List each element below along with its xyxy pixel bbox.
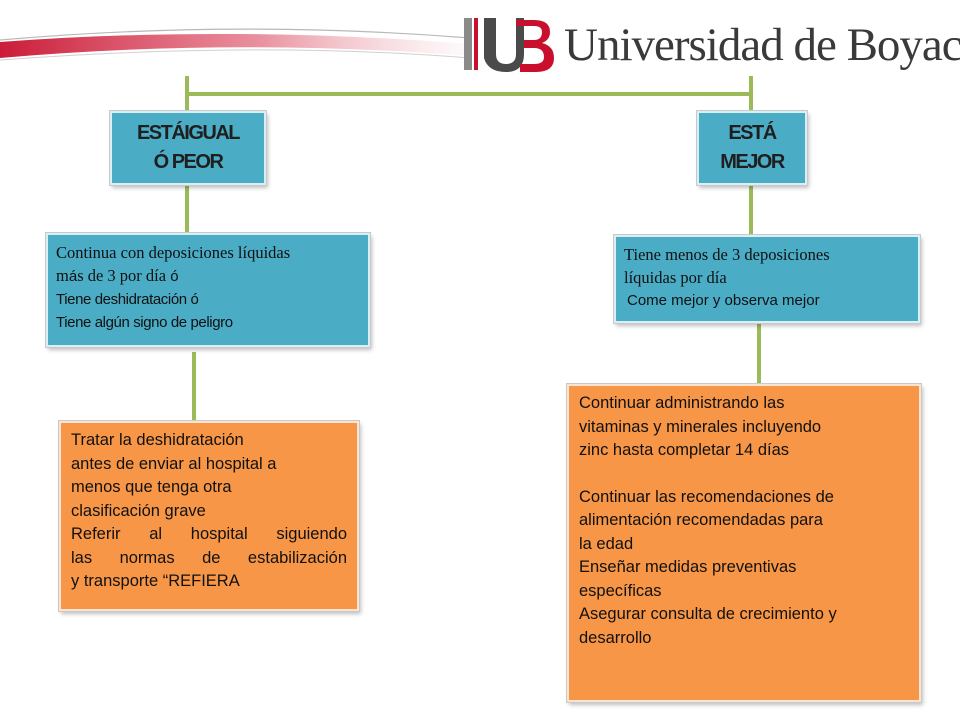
- action-left-line: menos que tenga otra: [71, 478, 232, 496]
- connector-right-top: [749, 76, 753, 112]
- condition-right-line-2: líquidas por día: [624, 268, 727, 287]
- action-box-mejor: Continuar administrando las vitaminas y …: [567, 384, 921, 702]
- connector-left-bottom: [192, 352, 196, 422]
- header-igual-line-2: Ó PEOR: [153, 151, 224, 173]
- action-right-line: la edad: [579, 534, 634, 553]
- condition-right-line-1: Tiene menos de 3 deposiciones: [624, 245, 830, 264]
- action-left-line: Tratar la deshidratación: [71, 431, 244, 449]
- header-igual-line-1: ESTÁIGUAL: [136, 122, 241, 144]
- action-left-line: y transporte “REFIERA: [71, 572, 240, 590]
- condition-box-igual-peor: Continua con deposiciones líquidas más d…: [46, 233, 370, 347]
- connector-top-horizontal: [187, 92, 752, 96]
- condition-left-line-4: Tiene algún signo de peligro: [56, 314, 233, 331]
- action-right-line: Continuar las recomendaciones de: [579, 487, 834, 506]
- connector-left-mid: [185, 186, 189, 234]
- action-right-line: Continuar administrando las: [579, 394, 785, 412]
- header-igual-o-peor: ESTÁIGUAL Ó PEOR: [110, 111, 266, 185]
- condition-left-line-2: más de 3 por día ó: [56, 266, 179, 285]
- condition-left-line-1: Continua con deposiciones líquidas: [56, 243, 291, 262]
- action-right-line: vitaminas y minerales incluyendo: [579, 417, 822, 436]
- action-left-line: antes de enviar al hospital a: [71, 454, 277, 473]
- connector-left-top: [185, 76, 189, 112]
- action-box-igual-peor: Tratar la deshidratación antes de enviar…: [59, 421, 359, 611]
- connector-right-bottom: [757, 324, 761, 386]
- condition-box-mejor: Tiene menos de 3 deposiciones líquidas p…: [614, 235, 920, 323]
- action-right-line: zinc hasta completar 14 días: [579, 441, 790, 459]
- action-right-line: específicas: [579, 581, 662, 600]
- condition-left-line-3: Tiene deshidratación ó: [56, 291, 199, 308]
- university-logo: Universidad de Boyacá: [458, 14, 960, 76]
- action-left-line: clasificación grave: [71, 501, 206, 520]
- action-left-line: Referir al hospital siguiendo: [71, 525, 347, 543]
- connector-right-mid: [749, 186, 753, 236]
- header-mejor-line-2: MEJOR: [720, 151, 785, 173]
- condition-right-line-3: Come mejor y observa mejor: [627, 292, 820, 309]
- action-left-line: las normas de estabilización: [71, 548, 347, 567]
- action-right-spacer: [579, 463, 909, 486]
- logo-wordmark: Universidad de Boyacá: [564, 19, 960, 71]
- action-right-line: desarrollo: [579, 628, 652, 647]
- header-esta-mejor: ESTÁ MEJOR: [697, 111, 807, 185]
- header-mejor-line-1: ESTÁ: [728, 122, 777, 144]
- action-right-line: Enseñar medidas preventivas: [579, 558, 797, 576]
- ub-monogram: [464, 18, 554, 72]
- action-right-line: alimentación recomendadas para: [579, 511, 823, 529]
- action-right-line: Asegurar consulta de crecimiento y: [579, 605, 837, 623]
